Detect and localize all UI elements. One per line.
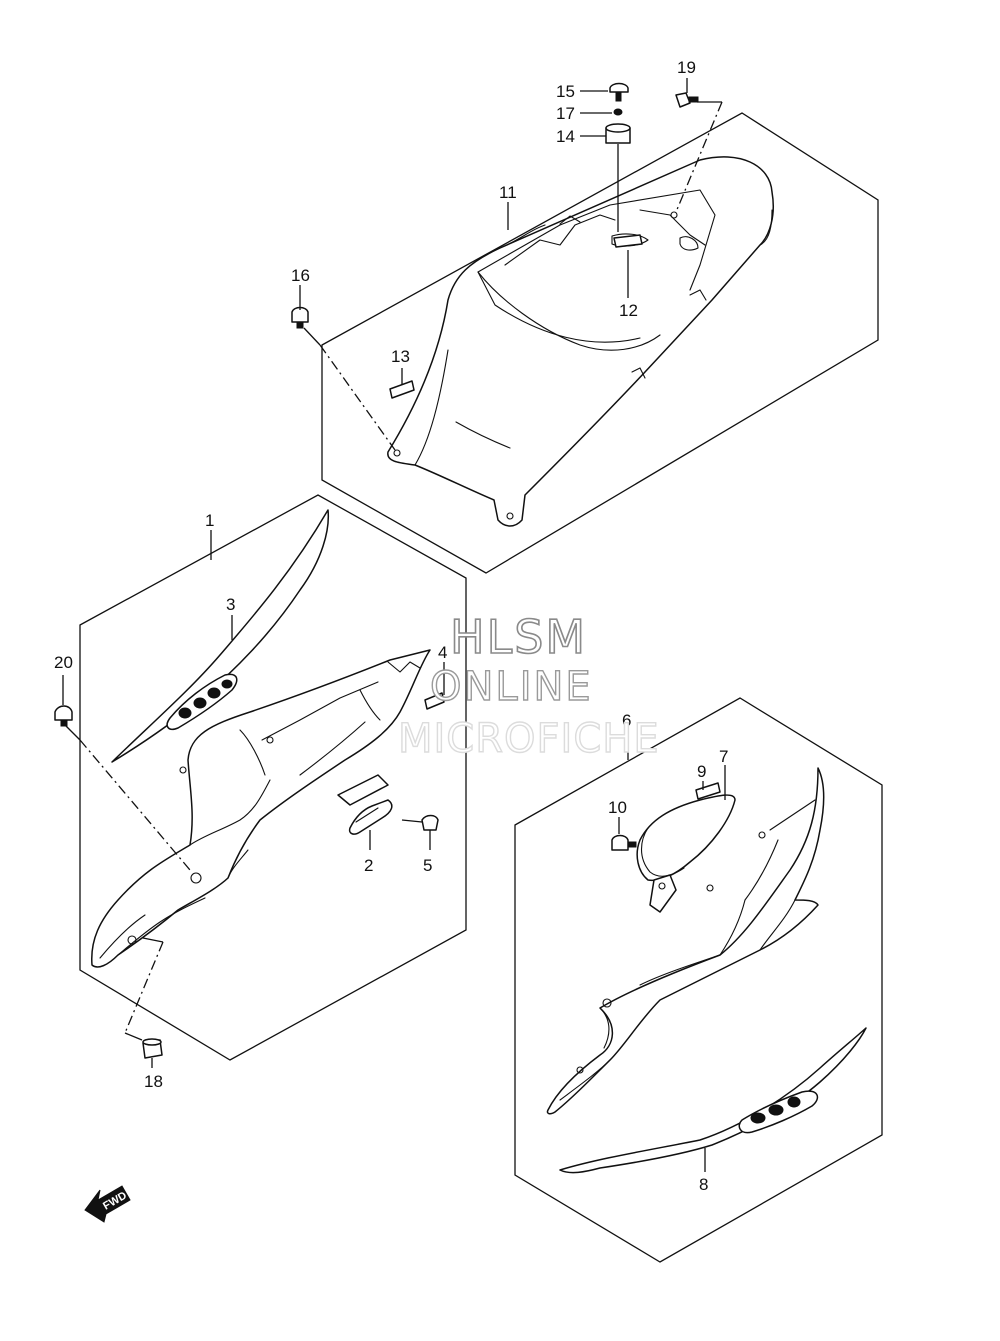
bolt-part[interactable] (291, 306, 309, 323)
watermark: HLSM ONLINE MICROFICHE (397, 609, 660, 763)
callout-5: 5 (423, 856, 432, 875)
bolt-part[interactable] (675, 92, 691, 108)
emblem-strip-part[interactable] (559, 1027, 867, 1174)
callout-14: 14 (556, 127, 575, 146)
side-cover-part[interactable] (636, 794, 736, 882)
callout-10: 10 (608, 798, 627, 817)
callout-6: 6 (622, 711, 631, 730)
callout-7: 7 (719, 747, 728, 766)
bracket-part[interactable] (348, 799, 393, 835)
callout-11: 11 (499, 183, 517, 202)
label-sticker-part[interactable] (613, 234, 643, 248)
bolt-part[interactable] (611, 834, 629, 851)
callout-17: 17 (556, 104, 575, 123)
group-frame-top (321, 112, 879, 574)
callout-18: 18 (144, 1072, 163, 1091)
callout-12: 12 (619, 301, 638, 320)
callout-9: 9 (697, 762, 706, 781)
callout-20: 20 (54, 653, 73, 672)
watermark-line-1: HLSM (450, 610, 587, 664)
callout-19: 19 (677, 58, 696, 77)
label-sticker-part[interactable] (424, 692, 445, 710)
tail-cowling-part[interactable] (387, 156, 774, 527)
callout-4: 4 (438, 643, 447, 662)
callout-2: 2 (364, 856, 373, 875)
washer-part[interactable] (613, 108, 623, 116)
group-frame-right (514, 697, 883, 1263)
callout-15: 15 (556, 82, 575, 101)
screw-part[interactable] (421, 814, 439, 831)
seat-tail-group: 15 17 14 19 11 12 13 16 (291, 58, 879, 574)
callout-3: 3 (226, 595, 235, 614)
screw-part[interactable] (609, 82, 629, 93)
watermark-line-2: ONLINE (430, 664, 593, 710)
callout-13: 13 (391, 347, 410, 366)
callout-16: 16 (291, 266, 310, 285)
bolt-part[interactable] (54, 705, 73, 721)
callout-1: 1 (205, 511, 214, 530)
label-sticker-part[interactable] (695, 782, 721, 800)
callout-8: 8 (699, 1175, 708, 1194)
frame-cover-part[interactable] (546, 767, 825, 1115)
label-sticker-part[interactable] (389, 380, 415, 399)
watermark-line-3: MICROFICHE (398, 716, 660, 762)
right-cover-group: 6 7 9 10 8 (514, 697, 883, 1263)
group-frame-left (79, 494, 467, 1061)
left-cover-group: 1 3 20 4 2 5 18 (54, 494, 467, 1091)
fwd-arrow-icon: FWD (84, 1185, 131, 1223)
